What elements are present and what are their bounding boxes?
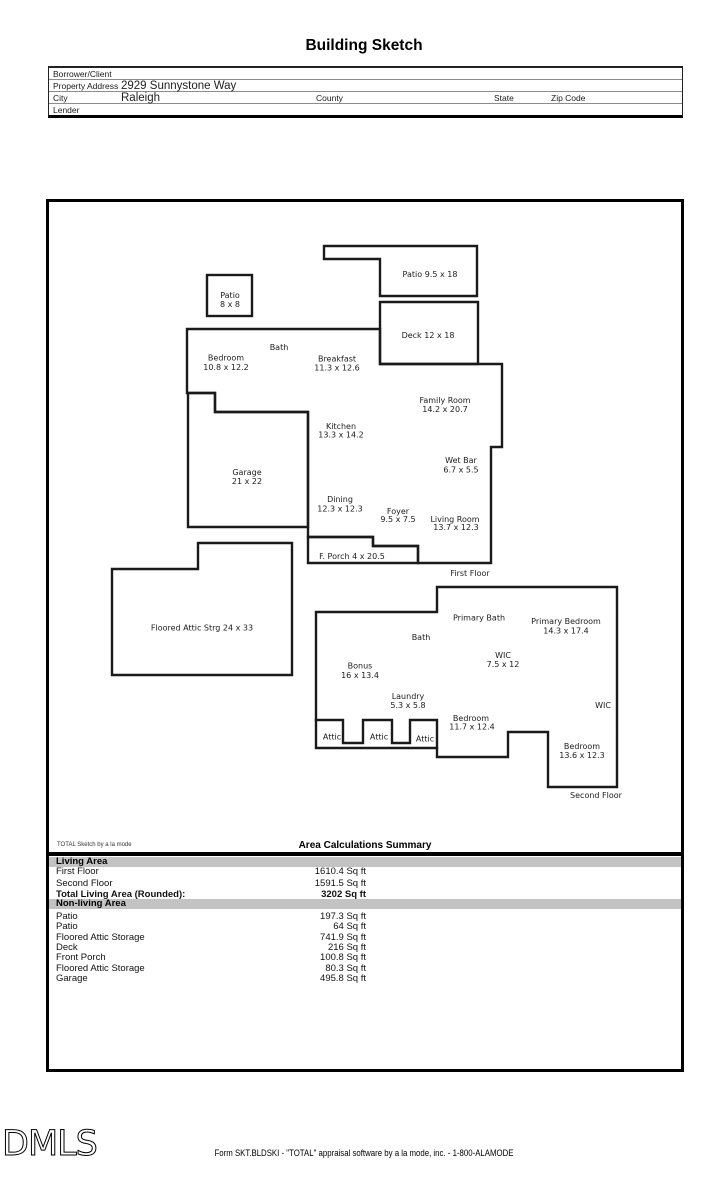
- room-label-bath-1f: Bath: [270, 343, 289, 352]
- total-living-area-row: Total Living Area (Rounded): 3202 Sq ft: [56, 889, 366, 900]
- room-label-kitchen: Kitchen: [326, 422, 356, 431]
- total-sketch-watermark: TOTAL Sketch by a la mode: [57, 842, 132, 848]
- table-row: Front Porch 100.8 Sq ft: [56, 952, 366, 963]
- room-label-deck: Deck 12 x 18: [402, 331, 455, 340]
- room-dims-family-room: 14.2 x 20.7: [422, 405, 467, 414]
- room-dims-primary-bedroom: 14.3 x 17.4: [543, 627, 588, 636]
- table-row: Patio 197.3 Sq ft: [56, 911, 366, 922]
- nonliving-area-header: Non-living Area: [49, 899, 681, 909]
- room-dims-bedroom-b: 13.6 x 12.3: [559, 751, 604, 760]
- table-row: Garage 495.8 Sq ft: [56, 973, 366, 984]
- borrower-label: Borrower/Client: [53, 69, 112, 79]
- table-row: Second Floor 1591.5 Sq ft: [56, 878, 366, 889]
- city-label: City: [53, 93, 68, 103]
- room-label-bath-2f: Bath: [412, 633, 431, 642]
- property-address-label: Property Address: [53, 81, 119, 91]
- table-row: Floored Attic Storage 741.9 Sq ft: [56, 932, 366, 943]
- living-area-header: Living Area: [49, 857, 681, 867]
- room-label-wic-2: WIC: [595, 701, 611, 710]
- room-dims-wic: 7.5 x 12: [487, 660, 520, 669]
- lender-label: Lender: [53, 105, 80, 115]
- page-title: Building Sketch: [305, 37, 423, 54]
- room-label-attic-1: Attic: [323, 733, 341, 742]
- table-row: Patio 64 Sq ft: [56, 921, 366, 932]
- room-dims-dining: 12.3 x 12.3: [317, 505, 362, 514]
- sketch-border: [46, 199, 684, 1072]
- room-dims-living-room: 13.7 x 12.3: [433, 523, 478, 532]
- property-address-value: 2929 Sunnystone Way: [121, 80, 237, 92]
- room-label-attic-2: Attic: [370, 733, 388, 742]
- room-label-primary-bath: Primary Bath: [453, 614, 505, 623]
- state-label: State: [494, 93, 514, 103]
- attic-storage-outline: [110, 541, 294, 677]
- caption-second-floor: Second Floor: [570, 791, 623, 800]
- area-summary-title: Area Calculations Summary: [298, 840, 432, 851]
- header-form: Borrower/Client Property Address 2929 Su…: [48, 66, 683, 118]
- sketch-area: Patio 9.5 x 18 Patio 8 x 8 Deck 12 x 18 …: [46, 199, 684, 1072]
- room-dims-breakfast: 11.3 x 12.6: [314, 364, 359, 373]
- form-row-lender: Lender: [49, 104, 682, 115]
- floor-plan-drawing: Patio 9.5 x 18 Patio 8 x 8 Deck 12 x 18 …: [46, 199, 684, 1072]
- room-label-patio-small: Patio: [220, 291, 240, 300]
- room-label-bonus: Bonus: [348, 662, 373, 671]
- room-label-living-room: Living Room: [430, 515, 479, 524]
- front-porch-outline: [306, 535, 420, 565]
- room-label-bedroom-1f: Bedroom: [208, 354, 244, 363]
- room-label-wic: WIC: [495, 651, 511, 660]
- form-footer-line: Form SKT.BLDSKI - "TOTAL" appraisal soft…: [214, 1148, 514, 1158]
- room-dims-patio-small: 8 x 8: [220, 300, 240, 309]
- patio-top-outline: [322, 244, 479, 298]
- room-dims-foyer: 9.5 x 7.5: [380, 515, 415, 524]
- table-row: First Floor 1610.4 Sq ft: [56, 866, 366, 877]
- dmls-logo: DMLS: [2, 1124, 99, 1165]
- room-label-attic-3: Attic: [416, 735, 434, 744]
- room-label-laundry: Laundry: [392, 692, 425, 701]
- caption-first-floor: First Floor: [450, 569, 490, 578]
- room-label-family-room: Family Room: [419, 396, 470, 405]
- room-dims-wet-bar: 6.7 x 5.5: [443, 466, 478, 475]
- room-label-bedroom-a: Bedroom: [453, 714, 489, 723]
- room-label-primary-bedroom: Primary Bedroom: [531, 617, 601, 626]
- room-label-attic-storage: Floored Attic Strg 24 x 33: [151, 624, 253, 633]
- table-row: Floored Attic Storage 80.3 Sq ft: [56, 963, 366, 974]
- room-label-dining: Dining: [327, 495, 353, 504]
- form-row-address: Property Address 2929 Sunnystone Way: [49, 80, 682, 92]
- room-label-patio-top: Patio 9.5 x 18: [403, 270, 458, 279]
- room-label-breakfast: Breakfast: [318, 355, 356, 364]
- patio-small-outline: [205, 273, 254, 318]
- county-label: County: [316, 93, 343, 103]
- zip-label: Zip Code: [551, 93, 586, 103]
- form-row-city: City Raleigh County State Zip Code: [49, 92, 682, 104]
- room-dims-bedroom-1f: 10.8 x 12.2: [203, 363, 248, 372]
- city-value: Raleigh: [121, 92, 160, 104]
- room-dims-garage: 21 x 22: [232, 477, 262, 486]
- room-label-garage: Garage: [232, 468, 261, 477]
- room-dims-laundry: 5.3 x 5.8: [390, 701, 425, 710]
- room-label-bedroom-b: Bedroom: [564, 742, 600, 751]
- garage-outline: [186, 391, 310, 529]
- table-row: Deck 216 Sq ft: [56, 942, 366, 953]
- form-row-borrower: Borrower/Client: [49, 68, 682, 80]
- summary-divider: [49, 852, 681, 856]
- room-label-foyer: Foyer: [387, 507, 410, 516]
- room-dims-bonus: 16 x 13.4: [341, 671, 379, 680]
- room-dims-kitchen: 13.3 x 14.2: [318, 431, 363, 440]
- room-label-front-porch: F. Porch 4 x 20.5: [319, 552, 385, 561]
- room-label-wet-bar: Wet Bar: [445, 456, 477, 465]
- room-dims-bedroom-a: 11.7 x 12.4: [449, 723, 494, 732]
- attic-crenellation-outline: [314, 718, 439, 750]
